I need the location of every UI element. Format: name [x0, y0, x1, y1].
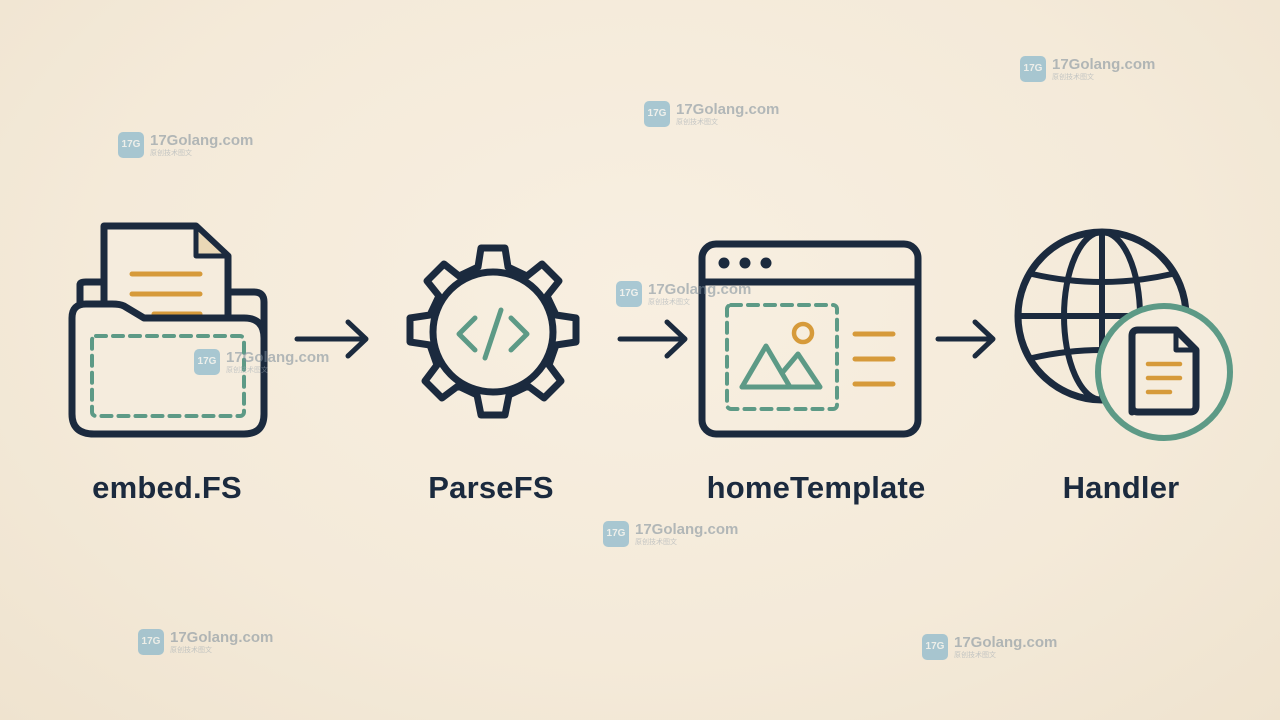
- browser-template-icon: [698, 240, 922, 438]
- flow-arrow-2: [617, 319, 688, 359]
- node-label-handler: Handler: [1062, 470, 1180, 505]
- node-label-embed: embed.FS: [92, 470, 242, 505]
- flow-arrow-3: [935, 319, 996, 359]
- node-label-template: homeTemplate: [706, 470, 926, 505]
- node-label-parse: ParseFS: [428, 470, 554, 505]
- flow-arrow-1: [294, 319, 369, 359]
- globe-document-icon: [1014, 228, 1233, 441]
- gear-code-icon: [406, 244, 580, 419]
- folder-document-icon: [68, 222, 268, 438]
